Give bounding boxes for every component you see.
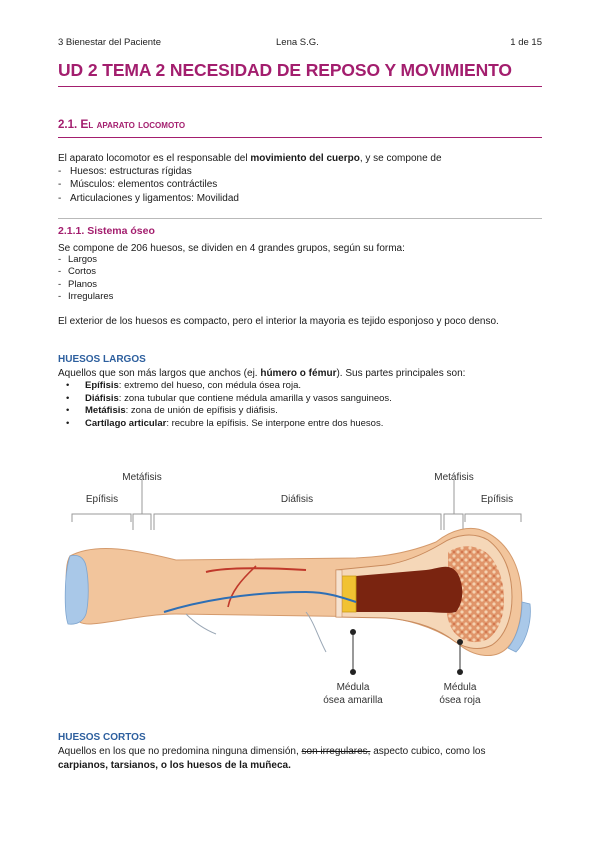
list-item: Huesos: estructuras rígidas — [58, 165, 239, 179]
bracket-metafisis-right — [443, 513, 464, 530]
term: Metáfisis — [85, 405, 126, 417]
header-page-number: 1 de 15 — [510, 37, 542, 48]
yellow-marrow-region — [341, 575, 357, 613]
page-title: UD 2 TEMA 2 NECESIDAD DE REPOSO Y MOVIMI… — [58, 60, 512, 80]
label-medula-amarilla-1: Médula — [337, 682, 370, 693]
long-bone-diagram: Metáfisis Epífisis Diáfisis Metáfisis Ep… — [64, 472, 531, 706]
list-item: Epífisis: extremo del hueso, con médula … — [66, 380, 392, 393]
label-epifisis-right: Epífisis — [481, 494, 513, 505]
definition: : extremo del hueso, con médula ósea roj… — [118, 380, 301, 391]
bracket-epifisis-right — [464, 513, 522, 522]
term: Cartílago articular — [85, 418, 167, 430]
definition: : zona tubular que contiene médula amari… — [118, 392, 392, 404]
label-diafisis: Diáfisis — [281, 494, 313, 505]
header-course: 3 Bienestar del Paciente — [58, 37, 161, 48]
section-name: El aparato locomoto — [80, 117, 186, 131]
vein-vessel — [163, 590, 357, 613]
section-number: 2.1. — [58, 119, 78, 131]
artery-vessel — [205, 567, 307, 573]
bracket-metafisis-left — [132, 513, 152, 530]
intro-text-end: , y se compone de — [359, 153, 442, 164]
subsection-divider — [58, 218, 542, 219]
label-epifisis-left: Epífisis — [86, 494, 118, 505]
short-bones-bold-examples: carpianos, tarsianos, o los huesos de la… — [58, 760, 291, 771]
intro-text-start: El aparato locomotor es el responsable d… — [58, 153, 251, 164]
short-bones-text-end: aspecto cubico, como los — [370, 746, 486, 757]
label-metafisis-left: Metáfisis — [122, 472, 161, 483]
list-item: Diáfisis: zona tubular que contiene médu… — [66, 393, 392, 406]
list-item: Metáfisis: zona de unión de epífisis y d… — [66, 405, 392, 418]
cartilage-right — [507, 601, 531, 653]
definition: : recubre la epífisis. Se interpone entr… — [166, 418, 384, 430]
term: Epífisis — [85, 380, 119, 391]
running-header: 3 Bienestar del Paciente Lena S.G. 1 de … — [58, 37, 542, 51]
long-bone-parts-list: Epífisis: extremo del hueso, con médula … — [66, 380, 392, 431]
bone-illustration — [64, 527, 531, 656]
label-medula-roja-1: Médula — [444, 682, 477, 693]
bone-structure-paragraph: El exterior de los huesos es compacto, p… — [58, 316, 499, 327]
red-marrow-region — [356, 566, 463, 613]
bracket-epifisis-left — [71, 513, 132, 522]
region-brackets — [71, 480, 522, 530]
cartilage-left — [64, 555, 89, 625]
bone-groups-list: Largos Cortos Planos Irregulares — [58, 254, 113, 303]
intro-paragraph: El aparato locomotor es el responsable d… — [58, 152, 542, 165]
long-bones-examples: húmero o fémur — [260, 368, 337, 379]
list-item: Irregulares — [58, 291, 113, 304]
definition: : zona de unión de epífisis y diáfisis. — [125, 405, 278, 417]
label-medula-amarilla-2: ósea amarilla — [323, 695, 383, 706]
title-rule — [58, 86, 542, 87]
list-item: Cortos — [58, 266, 113, 279]
spongy-bone — [446, 546, 504, 643]
list-item: Articulaciones y ligamentos: Movilidad — [58, 192, 239, 206]
list-item: Planos — [58, 279, 113, 292]
section-title: 2.1. El aparato locomoto — [58, 117, 185, 131]
term: Diáfisis — [85, 392, 119, 404]
intro-bold-term: movimiento del cuerpo — [250, 153, 360, 164]
label-medula-roja-2: ósea roja — [439, 695, 481, 706]
short-bones-text-start: Aquellos en los que no predomina ninguna… — [58, 746, 302, 757]
short-bones-paragraph: Aquellos en los que no predomina ninguna… — [58, 745, 542, 758]
header-author: Lena S.G. — [276, 37, 319, 48]
list-item: Músculos: elementos contráctiles — [58, 178, 239, 192]
bracket-diafisis — [153, 513, 442, 530]
list-item: Largos — [58, 254, 113, 267]
section-rule — [58, 137, 542, 138]
subsection-title: 2.1.1. Sistema óseo — [58, 225, 155, 237]
long-bones-heading: HUESOS LARGOS — [58, 354, 146, 365]
label-metafisis-right: Metáfisis — [434, 472, 473, 483]
subsection-intro: Se compone de 206 huesos, se dividen en … — [58, 243, 405, 254]
components-list: Huesos: estructuras rígidas Músculos: el… — [58, 165, 239, 205]
long-bones-intro-end: ). Sus partes principales son: — [336, 368, 466, 379]
short-bones-examples: carpianos, tarsianos, o los huesos de la… — [58, 759, 542, 772]
diagram-pointers — [350, 629, 463, 675]
long-bones-intro: Aquellos que son más largos que anchos (… — [58, 367, 542, 380]
list-item: Cartílago articular: recubre la epífisis… — [66, 418, 392, 431]
short-bones-heading: HUESOS CORTOS — [58, 732, 146, 743]
struck-text: son irregulares, — [301, 746, 371, 757]
long-bones-intro-start: Aquellos que son más largos que anchos (… — [58, 368, 261, 379]
